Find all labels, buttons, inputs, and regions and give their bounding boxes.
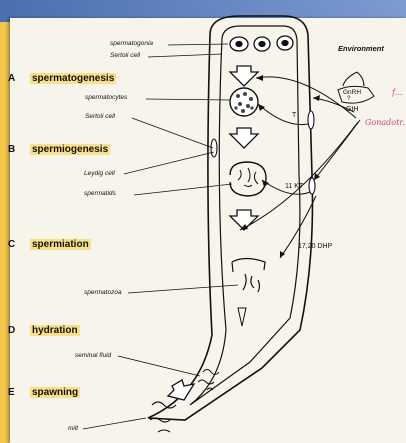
label-spermatogonia: spermatogonia xyxy=(110,40,153,47)
label-gnrh: GnRH xyxy=(343,89,361,96)
label-leydig-cell: Leydig cell xyxy=(84,170,115,177)
label-sertoli-cell-2: Sertoli cell xyxy=(85,113,115,120)
label-spermatocytes: spermatocytes xyxy=(85,94,127,101)
handwritten-gnrh-note: f... xyxy=(392,88,402,97)
spermatocyte-cyst xyxy=(230,88,258,116)
spermatozoa-cluster xyxy=(232,259,265,327)
spermatid-cyst xyxy=(230,162,266,196)
label-spermatids: spermatids xyxy=(84,190,116,197)
label-testosterone: T xyxy=(292,112,296,119)
stage-a-name: spermatogenesis xyxy=(30,73,116,84)
stage-d-name: hydration xyxy=(30,325,80,336)
stage-c-name: spermiation xyxy=(30,239,91,250)
tubule-outer-wall xyxy=(148,16,313,420)
label-spermatozoa: spermatozoa xyxy=(84,289,122,296)
stage-b-name: spermiogenesis xyxy=(30,144,110,155)
label-gnrh-question: ? xyxy=(347,96,350,102)
stage-e-name: spawning xyxy=(30,387,80,398)
label-milt: milt xyxy=(68,425,78,432)
milt-marks xyxy=(150,402,176,432)
label-1720-dhp: 17,20 DHP xyxy=(298,243,332,250)
label-11kt: 11 KT xyxy=(285,183,303,190)
handwritten-gonadotropin-note: Gonadotr... xyxy=(365,118,406,127)
label-gth: GtH xyxy=(346,106,358,113)
leader-lines xyxy=(83,44,238,429)
label-environment: Environment xyxy=(338,44,384,53)
label-sertoli-cell-1: Sertoli cell xyxy=(110,52,140,59)
spermatogonia-cluster xyxy=(230,36,293,51)
label-seminal-fluid: seminal fluid xyxy=(75,352,111,359)
